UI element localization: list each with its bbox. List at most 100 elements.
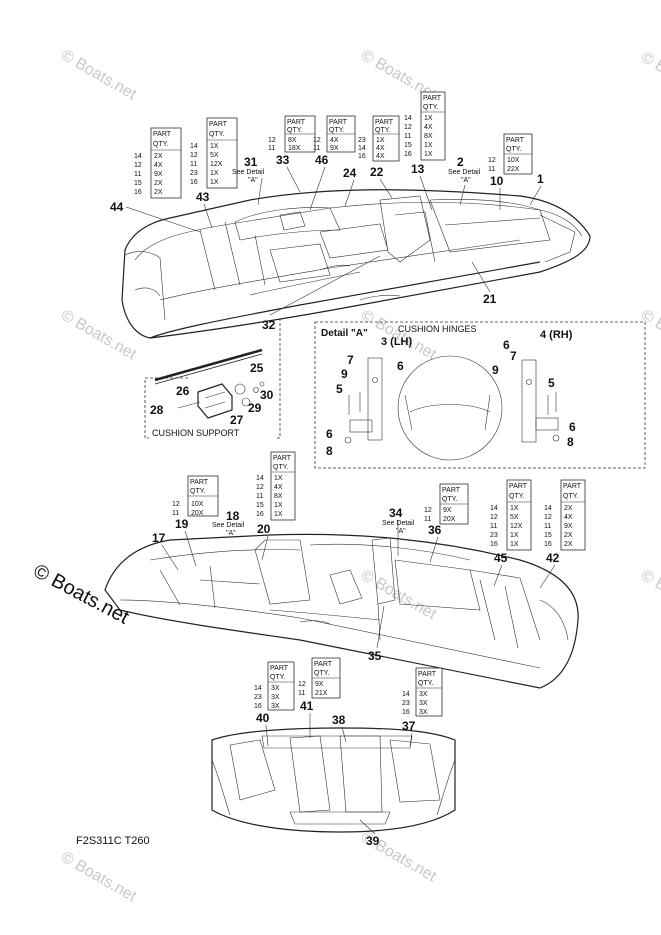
bottom-boat-hull [104, 533, 579, 689]
svg-text:PART: PART [270, 665, 289, 672]
svg-text:PART: PART [375, 119, 394, 126]
callout-28: 28 [150, 403, 164, 417]
svg-text:16: 16 [190, 179, 198, 186]
callout-4-rh: 4 (RH) [540, 329, 573, 341]
svg-text:1X: 1X [210, 143, 219, 150]
svg-text:20X: 20X [443, 516, 456, 523]
callout-17: 17 [152, 531, 166, 545]
svg-text:See Detail: See Detail [212, 522, 245, 529]
callout-46: 46 [315, 153, 329, 167]
callout-labels: 44 43 31 33 46 24 22 13 2 10 1 21 32 25 … [110, 153, 576, 848]
svg-text:15: 15 [404, 142, 412, 149]
watermark: © Boats.net [58, 47, 140, 104]
watermark-layer: © Boats.net © Boats.net © Boats.net © Bo… [58, 47, 661, 906]
svg-text:8X: 8X [288, 137, 297, 144]
svg-text:8X: 8X [274, 493, 283, 500]
svg-text:1X: 1X [274, 502, 283, 509]
callout-10: 10 [490, 174, 504, 188]
svg-text:21X: 21X [315, 690, 328, 697]
svg-text:11: 11 [544, 523, 551, 530]
svg-text:18X: 18X [288, 145, 301, 152]
callout-39: 39 [366, 834, 380, 848]
svg-text:14: 14 [254, 685, 262, 692]
svg-text:12: 12 [488, 157, 496, 164]
callout-24: 24 [343, 166, 357, 180]
cushion-hinges-title: CUSHION HINGES [398, 324, 477, 334]
svg-text:3X: 3X [419, 691, 428, 698]
svg-text:14: 14 [358, 145, 366, 152]
svg-text:2X: 2X [564, 541, 573, 548]
svg-text:1X: 1X [274, 511, 283, 518]
svg-text:PART: PART [273, 455, 292, 462]
callout-27: 27 [230, 413, 244, 427]
svg-text:11: 11 [190, 161, 197, 168]
svg-text:PART: PART [287, 119, 306, 126]
svg-text:11: 11 [298, 690, 305, 697]
svg-text:12X: 12X [510, 523, 523, 530]
callout-1: 1 [537, 172, 544, 186]
svg-text:16: 16 [544, 541, 552, 548]
svg-text:4X: 4X [564, 514, 573, 521]
svg-text:QTY.: QTY. [442, 496, 457, 503]
svg-text:QTY.: QTY. [209, 131, 224, 138]
svg-text:23: 23 [254, 694, 262, 701]
svg-text:QTY.: QTY. [314, 670, 329, 677]
callout-19: 19 [175, 517, 189, 531]
callout-43: 43 [196, 190, 210, 204]
callout-5: 5 [336, 382, 343, 396]
svg-text:3X: 3X [271, 703, 280, 710]
callout-7: 7 [510, 349, 517, 363]
svg-text:20X: 20X [191, 510, 204, 517]
svg-text:10X: 10X [507, 157, 520, 164]
svg-text:9X: 9X [443, 507, 452, 514]
svg-text:4X: 4X [376, 145, 385, 152]
svg-text:12: 12 [268, 137, 276, 144]
svg-text:11: 11 [256, 493, 263, 500]
svg-text:PART: PART [442, 487, 461, 494]
svg-text:12: 12 [256, 484, 264, 491]
callout-8: 8 [567, 435, 574, 449]
svg-text:16: 16 [256, 511, 264, 518]
svg-text:12: 12 [490, 514, 498, 521]
callout-25: 25 [250, 361, 264, 375]
svg-text:1X: 1X [210, 170, 219, 177]
callout-30: 30 [260, 388, 274, 402]
svg-text:11: 11 [134, 171, 141, 178]
svg-text:QTY.: QTY. [190, 488, 205, 495]
svg-text:PART: PART [314, 661, 333, 668]
svg-text:"A": "A" [248, 177, 258, 184]
svg-text:3X: 3X [419, 709, 428, 716]
svg-text:QTY.: QTY. [153, 141, 168, 148]
svg-text:1X: 1X [510, 505, 519, 512]
callout-9: 9 [341, 367, 348, 381]
callout-36: 36 [428, 523, 442, 537]
svg-text:QTY.: QTY. [270, 674, 285, 681]
callout-22: 22 [370, 165, 384, 179]
svg-text:16: 16 [490, 541, 498, 548]
svg-text:12: 12 [190, 152, 198, 159]
svg-text:16: 16 [358, 153, 366, 160]
svg-text:"A": "A" [226, 530, 236, 537]
diagram-code: F2S311C T260 [76, 835, 150, 847]
svg-text:16: 16 [254, 703, 262, 710]
svg-text:12: 12 [404, 124, 412, 131]
svg-text:See Detail: See Detail [448, 169, 481, 176]
svg-text:PART: PART [509, 483, 528, 490]
svg-text:12X: 12X [210, 161, 223, 168]
svg-text:10X: 10X [191, 501, 204, 508]
svg-text:PART: PART [153, 131, 172, 138]
svg-text:PART: PART [506, 137, 525, 144]
svg-text:QTY.: QTY. [563, 493, 578, 500]
svg-text:16: 16 [402, 709, 410, 716]
callout-18: 18 [226, 509, 240, 523]
